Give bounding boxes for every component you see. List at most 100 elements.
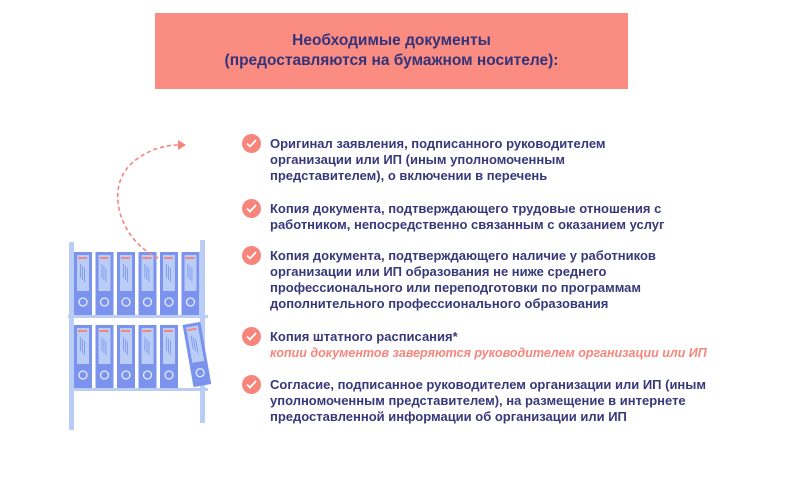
binder-lines [125,266,126,280]
binder-lines [101,264,103,278]
bookshelf [68,240,212,430]
binder-stripe [142,330,152,332]
binder-lines [80,264,81,278]
binder-label [77,328,89,364]
binder-lines [168,266,169,280]
binder-lines [103,266,105,280]
binder-stripe [142,257,152,259]
item-text: Копия штатного расписания* [270,329,458,344]
binder-lines [105,268,107,282]
binder-ring [78,297,88,307]
binder [138,252,157,315]
list-item: Копия документа, подтверждающего трудовы… [242,199,742,233]
binder-lines [125,339,126,353]
check-icon [242,199,261,218]
binder-lines [82,266,83,280]
header-title: Необходимые документы [292,32,491,49]
shelf-post [69,242,74,430]
binder-lines [82,339,83,353]
binder-lines [170,341,171,355]
binder-lines [84,341,85,355]
binder-lines [195,338,199,353]
binder [74,325,92,388]
binder [117,325,135,388]
binder-lines [101,337,103,351]
binder-lines [127,268,128,282]
binder-lines [192,337,197,352]
binder-lines [144,337,146,351]
item-text: Оригинал заявления, подписанного руковод… [270,136,606,183]
arrow-head-icon [178,140,186,150]
binder-label [163,255,175,291]
binder-lines [166,264,167,278]
shelf-post [200,240,205,423]
binder-lines [190,335,194,350]
shelf-board [72,388,208,391]
binder-ring [164,370,174,380]
binder-lines [170,268,171,282]
binder-stripe [164,330,173,332]
binder-label [184,255,197,291]
binder-lines [166,337,167,351]
binder-label [163,328,175,364]
binder-label [98,328,111,364]
binder-lines [191,268,193,282]
binder-lines [189,266,191,280]
binder-ring [99,297,110,307]
binder [117,252,135,315]
binder-label [141,255,154,291]
binder-ring [121,370,131,380]
binder-label [120,328,132,364]
list-item: Оригинал заявления, подписанного руковод… [242,134,742,184]
binder [160,325,178,388]
binder-label [120,255,132,291]
binder-stripe [78,330,87,332]
binder-stripe [121,330,130,332]
binder-stripe [99,330,109,332]
item-text: Копия документа, подтверждающего наличие… [270,248,656,311]
binder [138,325,157,388]
shelf-board [68,315,208,318]
dashed-arrow [116,144,179,259]
item-text: Копия документа, подтверждающего трудовы… [270,201,665,232]
binder-lines [144,264,146,278]
binder-label [186,325,205,363]
binder-lines [146,266,148,280]
binder-lines [148,341,150,355]
binder-lines [148,268,150,282]
binder [181,252,200,315]
binder-ring [121,297,131,307]
binder [95,325,114,388]
binder-stripe [185,257,195,259]
binder-lines [105,341,107,355]
binder-ring [195,368,205,378]
binder-lines [123,337,124,351]
binder-stripe [99,257,109,259]
check-icon [242,375,261,394]
binder [182,321,212,388]
check-icon [242,327,261,346]
binder-ring [142,297,153,307]
binder-ring [164,297,174,307]
header-banner: Необходимые документы (предоставляются н… [155,13,628,89]
binder [95,252,114,315]
check-icon [242,134,261,153]
binder-lines [168,339,169,353]
list-item: Копия документа, подтверждающего наличие… [242,246,742,312]
binder-ring [185,297,196,307]
binder-lines [146,339,148,353]
binder-label [98,255,111,291]
binder-label [77,255,89,291]
binder-stripe [187,327,197,332]
binder-stripe [78,257,87,259]
binder-label [141,328,154,364]
item-text: Согласие, подписанное руководителем орга… [270,377,707,424]
list-item: Согласие, подписанное руководителем орга… [242,375,742,425]
binder-lines [84,268,85,282]
binder-ring [142,370,153,380]
binder-lines [103,339,105,353]
binder-lines [80,337,81,351]
binder-lines [187,264,189,278]
list-item: Копия штатного расписания*копии документ… [242,327,742,361]
